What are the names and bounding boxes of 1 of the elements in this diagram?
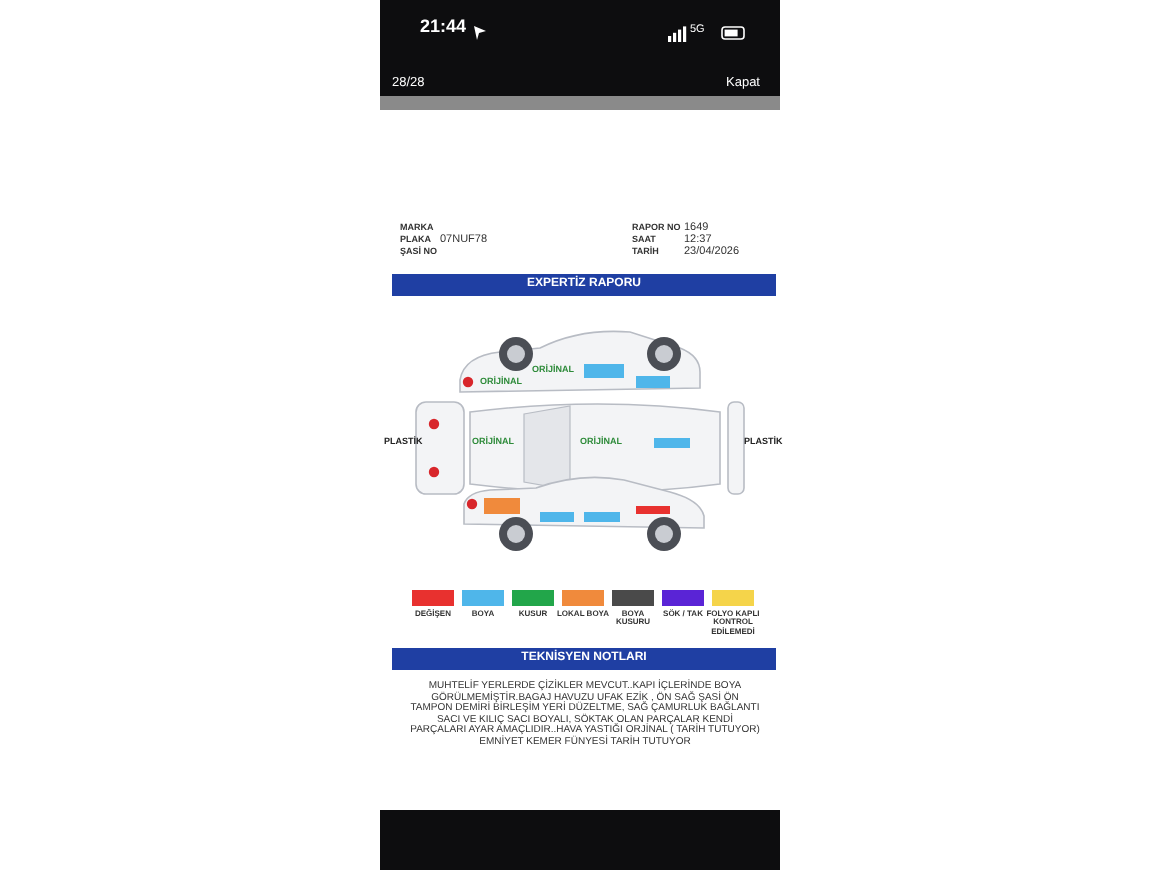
status-time: 21:44 [420,18,467,38]
